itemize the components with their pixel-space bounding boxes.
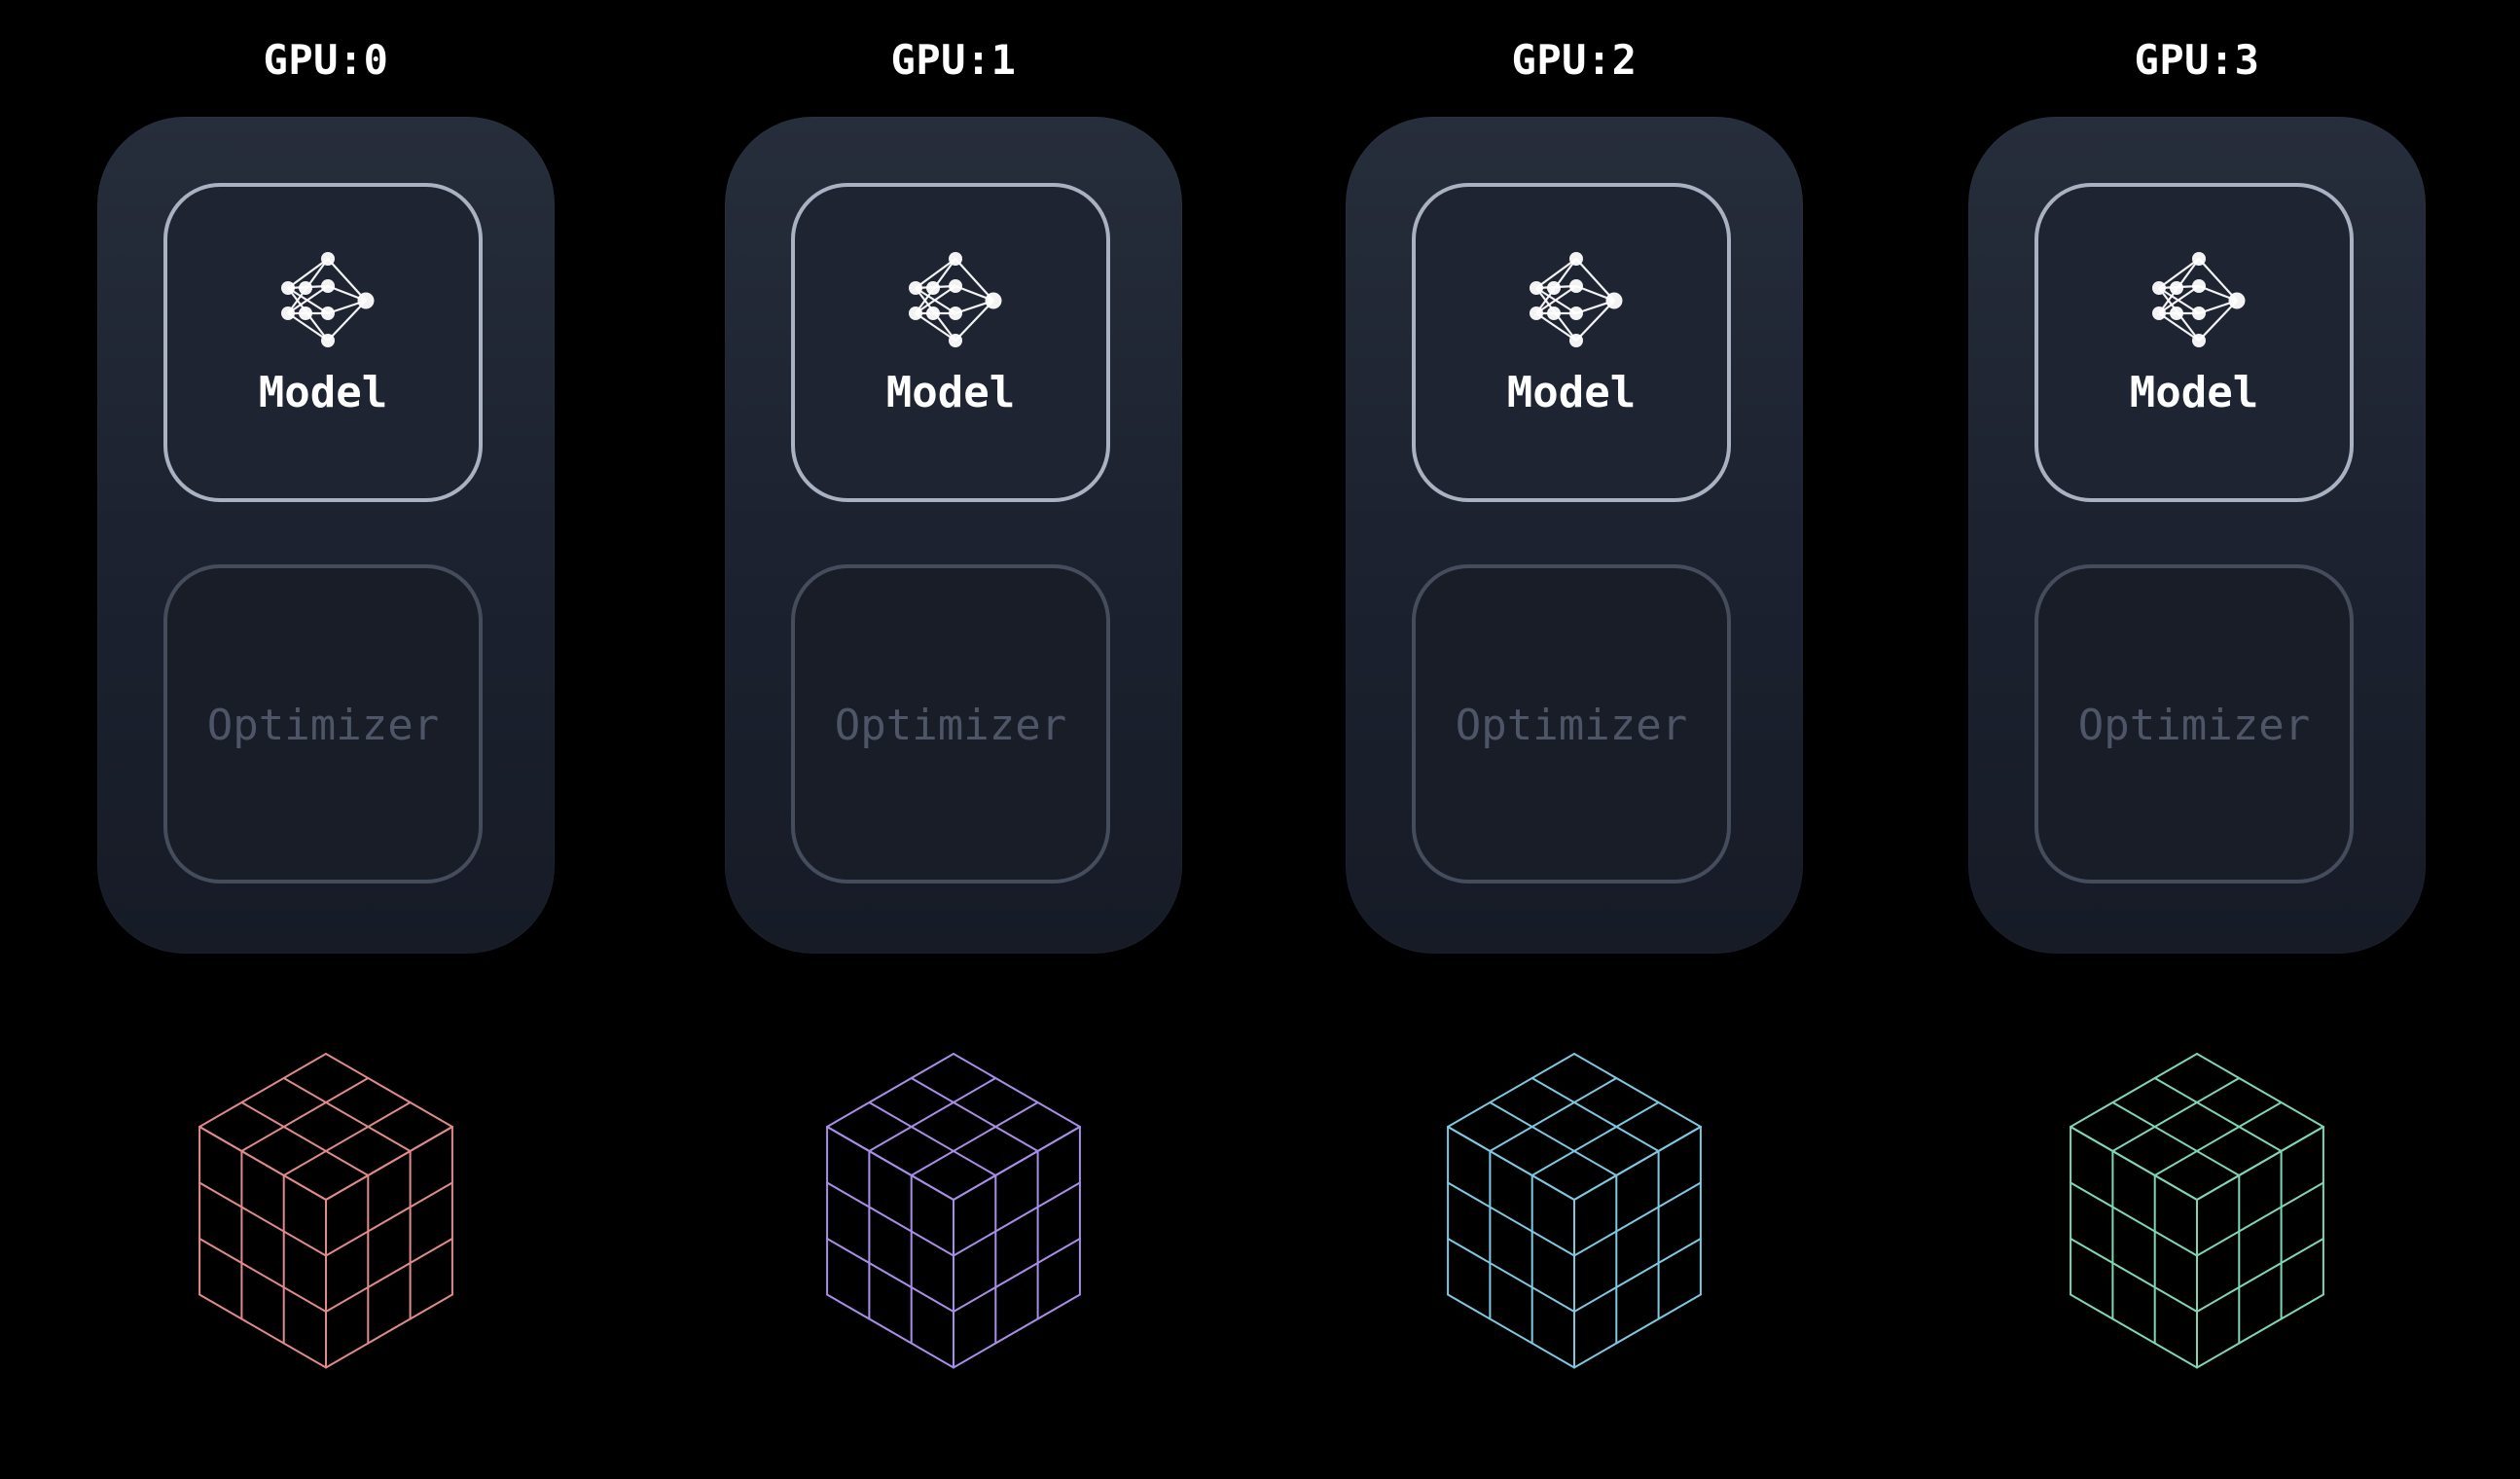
gpu-card: Model Optimizer [1968, 117, 2426, 954]
gpu-label: GPU:1 [890, 36, 1017, 84]
data-cube-icon [826, 1053, 1081, 1369]
optimizer-label: Optimizer [206, 701, 440, 750]
gpu-card: Model Optimizer [1346, 117, 1803, 954]
model-slot: Model [791, 183, 1110, 502]
gpu-column-1: GPU:1 Model Optimizer [725, 0, 1182, 1479]
model-slot: Model [2034, 183, 2354, 502]
gpu-label: GPU:3 [2134, 36, 2260, 84]
neural-network-icon [2152, 252, 2246, 347]
gpu-column-0: GPU:0 Model Optimizer [97, 0, 555, 1479]
gpu-label: GPU:2 [1511, 36, 1638, 84]
optimizer-label: Optimizer [2077, 701, 2311, 750]
optimizer-slot: Optimizer [2034, 564, 2354, 884]
gpu-column-3: GPU:3 Model Optimizer [1968, 0, 2426, 1479]
data-cube-icon [198, 1053, 453, 1369]
optimizer-slot: Optimizer [791, 564, 1110, 884]
optimizer-label: Optimizer [1455, 701, 1688, 750]
gpu-column-2: GPU:2 Model Optimizer [1346, 0, 1803, 1479]
neural-network-icon [281, 252, 375, 347]
data-cube-icon [1447, 1053, 1702, 1369]
gpu-card: Model Optimizer [725, 117, 1182, 954]
gpu-label: GPU:0 [263, 36, 389, 84]
neural-network-icon [909, 252, 1002, 347]
gpu-card: Model Optimizer [97, 117, 555, 954]
optimizer-slot: Optimizer [163, 564, 483, 884]
neural-network-icon [1530, 252, 1623, 347]
model-label: Model [885, 368, 1016, 417]
optimizer-slot: Optimizer [1412, 564, 1731, 884]
model-slot: Model [163, 183, 483, 502]
model-label: Model [1506, 368, 1637, 417]
data-cube-icon [2070, 1053, 2324, 1369]
model-label: Model [2129, 368, 2259, 417]
model-label: Model [258, 368, 388, 417]
optimizer-label: Optimizer [834, 701, 1067, 750]
model-slot: Model [1412, 183, 1731, 502]
